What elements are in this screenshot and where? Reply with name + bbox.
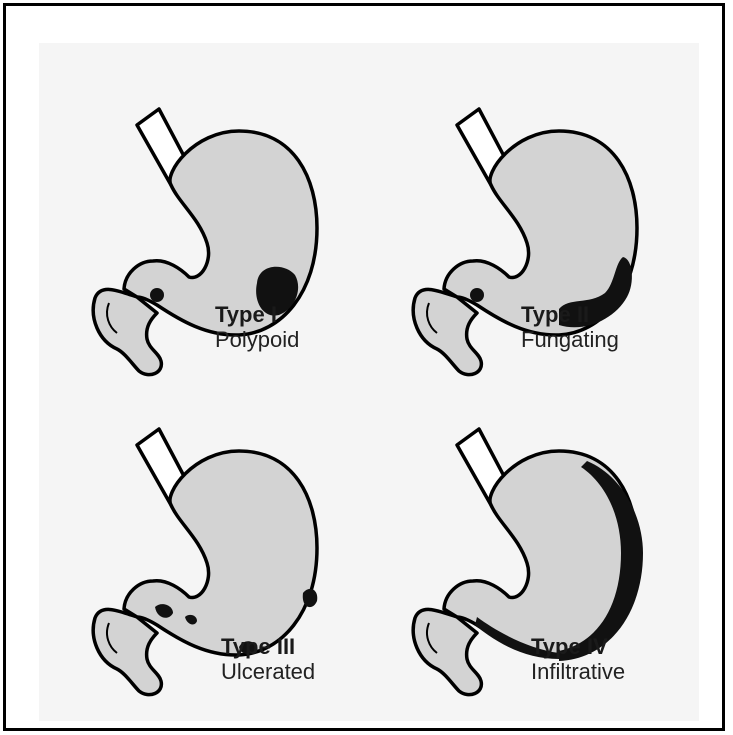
figure-panel: Type I Polypoid Type II Fungating bbox=[39, 43, 699, 721]
type-label: Type I bbox=[215, 303, 299, 328]
type-description: Fungating bbox=[521, 328, 619, 353]
pylorus-mark bbox=[150, 288, 164, 302]
type-label: Type IV bbox=[531, 635, 625, 660]
caption-type-1: Type I Polypoid bbox=[215, 303, 299, 352]
type-description: Polypoid bbox=[215, 328, 299, 353]
type-description: Infiltrative bbox=[531, 660, 625, 685]
figure-type-3: Type III Ulcerated bbox=[89, 403, 379, 703]
figure-frame: Type I Polypoid Type II Fungating bbox=[3, 3, 725, 731]
pylorus-mark bbox=[470, 288, 484, 302]
caption-type-2: Type II Fungating bbox=[521, 303, 619, 352]
type-label: Type III bbox=[221, 635, 315, 660]
caption-type-3: Type III Ulcerated bbox=[221, 635, 315, 684]
type-label: Type II bbox=[521, 303, 619, 328]
figure-type-1: Type I Polypoid bbox=[89, 83, 379, 383]
ulcer-1 bbox=[303, 589, 317, 607]
type-description: Ulcerated bbox=[221, 660, 315, 685]
figure-type-2: Type II Fungating bbox=[409, 83, 699, 383]
figure-type-4: Type IV Infiltrative bbox=[409, 403, 699, 703]
caption-type-4: Type IV Infiltrative bbox=[531, 635, 625, 684]
